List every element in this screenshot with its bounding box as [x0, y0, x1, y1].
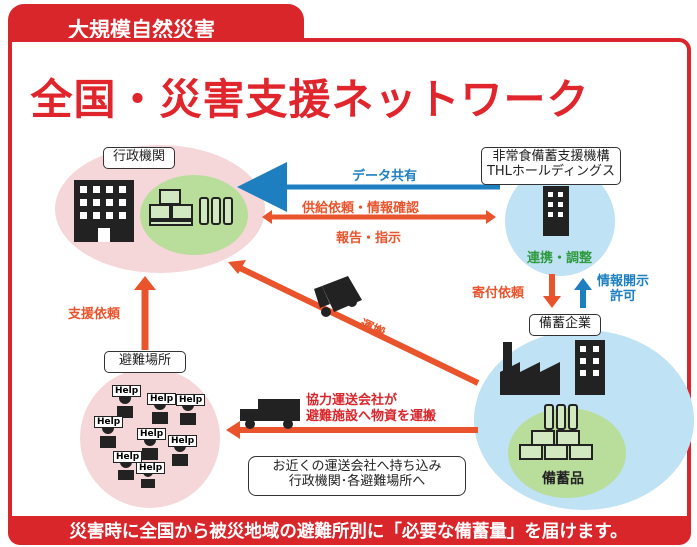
- help-sign: Help: [137, 421, 167, 440]
- help-sign: Help: [168, 428, 198, 447]
- info-disclosure-label: 情報開示 許可: [597, 274, 650, 305]
- donation-request-label: 寄付依頼: [472, 286, 525, 301]
- local-carrier-line2: 行政機関･各避難場所へ: [288, 473, 426, 489]
- carrier-label: 協力運送会社が 避難施設へ物資を運搬: [306, 393, 436, 424]
- government-label: 行政機関: [103, 147, 175, 169]
- boxes-icon: [149, 189, 193, 226]
- help-sign: Help: [176, 387, 206, 406]
- transport-arrow: [238, 265, 480, 386]
- local-carrier-line1: お近くの運送会社へ持ち込み: [272, 459, 442, 474]
- supply-request-label: 供給依頼・情報確認: [302, 201, 420, 216]
- shelter-label: 避難場所: [104, 351, 186, 373]
- carrier-label-line1: 協力運送会社が: [306, 393, 398, 408]
- truck-icon: [240, 399, 300, 429]
- info-disclosure-line2: 許可: [610, 288, 637, 304]
- main-title: 全国・災害支援ネットワーク: [30, 75, 590, 124]
- truck-icon: [314, 276, 362, 317]
- stockpile-boxes-icon: [519, 430, 593, 460]
- thl-building-icon: [543, 186, 569, 236]
- report-instruct-label: 報告・指示: [336, 231, 402, 246]
- stockpile-bottles-icon: [544, 404, 578, 430]
- footer-text: 災害時に全国から被災地域の避難所別に「必要な備蓄量」を届けます。: [69, 522, 628, 542]
- bottles-icon: [199, 197, 233, 225]
- corporation-label: 備蓄企業: [529, 314, 601, 336]
- factory-icon: [500, 340, 605, 395]
- data-share-label: データ共有: [352, 169, 418, 184]
- help-sign: Help: [147, 386, 177, 405]
- help-sign: Help: [113, 444, 143, 463]
- help-sign: Help: [112, 378, 142, 397]
- support-request-label: 支援依頼: [68, 307, 121, 322]
- thl-label: 非常食備蓄支援機構 THLホールディングス: [481, 147, 621, 185]
- info-disclosure-line1: 情報開示: [597, 274, 650, 289]
- building-icon: [74, 180, 134, 242]
- stockpile-label: 備蓄品: [542, 471, 584, 487]
- thl-label-line2: THLホールディングス: [486, 163, 616, 179]
- help-sign: Help: [136, 455, 166, 474]
- carrier-label-line2: 避難施設へ物資を運搬: [306, 408, 437, 424]
- thl-label-line1: 非常食備蓄支援機構: [492, 149, 610, 164]
- help-sign: Help: [94, 409, 124, 428]
- local-carrier-note: お近くの運送会社へ持ち込み 行政機関･各避難場所へ: [248, 456, 466, 496]
- cooperation-label: 連携・調整: [527, 251, 593, 266]
- footer-bar: [8, 516, 691, 545]
